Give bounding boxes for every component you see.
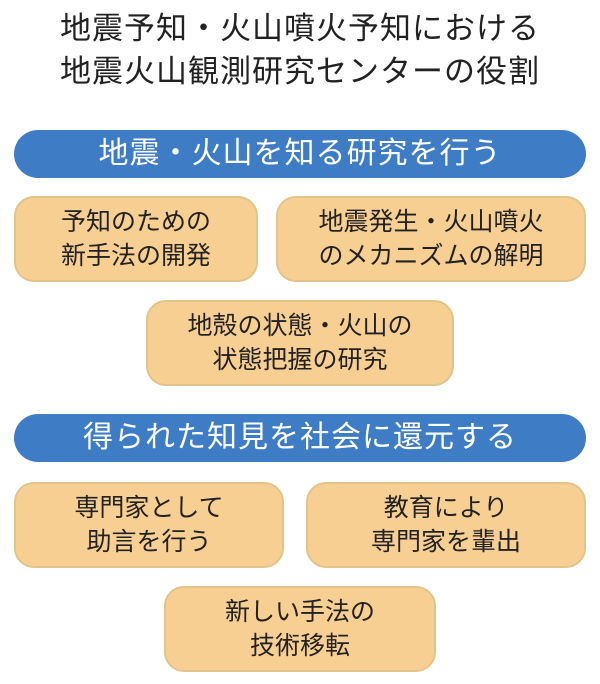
page-title: 地震予知・火山噴火予知における 地震火山観測研究センターの役割 (0, 8, 600, 94)
section1-item-line1: 地震発生・火山噴火 (318, 207, 544, 236)
section2-banner-label: 得られた知見を社会に還元する (83, 420, 517, 455)
section2-item-line1: 専門家として (74, 493, 224, 522)
section1-item-line2: 新手法の開発 (60, 241, 211, 270)
section1-item-line2: のメカニズムの解明 (318, 241, 544, 270)
title-line-1: 地震予知・火山噴火予知における (60, 11, 540, 47)
section2-item-education: 教育により 専門家を輩出 (306, 482, 586, 568)
section2-item-tech-transfer: 新しい手法の 技術移転 (164, 586, 436, 672)
section2-item-line2: 技術移転 (249, 631, 350, 660)
section2-item-line1: 教育により (383, 493, 509, 522)
title-line-2: 地震火山観測研究センターの役割 (60, 54, 540, 90)
section1-item-line1: 予知のための (60, 207, 211, 236)
section2-item-line2: 専門家を輩出 (370, 527, 521, 556)
section1-item-state-monitoring: 地殻の状態・火山の 状態把握の研究 (146, 300, 454, 386)
section1-item-new-methods: 予知のための 新手法の開発 (14, 196, 258, 282)
section1-banner-label: 地震・火山を知る研究を行う (98, 136, 502, 171)
section1-banner: 地震・火山を知る研究を行う (14, 130, 586, 178)
section1-item-mechanism: 地震発生・火山噴火 のメカニズムの解明 (276, 196, 586, 282)
section1-item-line2: 状態把握の研究 (212, 345, 388, 374)
section2-item-line2: 助言を行う (86, 527, 212, 556)
section2-item-line1: 新しい手法の (224, 597, 375, 626)
section2-banner: 得られた知見を社会に還元する (14, 414, 586, 462)
section2-item-advice: 専門家として 助言を行う (14, 482, 284, 568)
section1-item-line1: 地殻の状態・火山の (187, 311, 413, 340)
